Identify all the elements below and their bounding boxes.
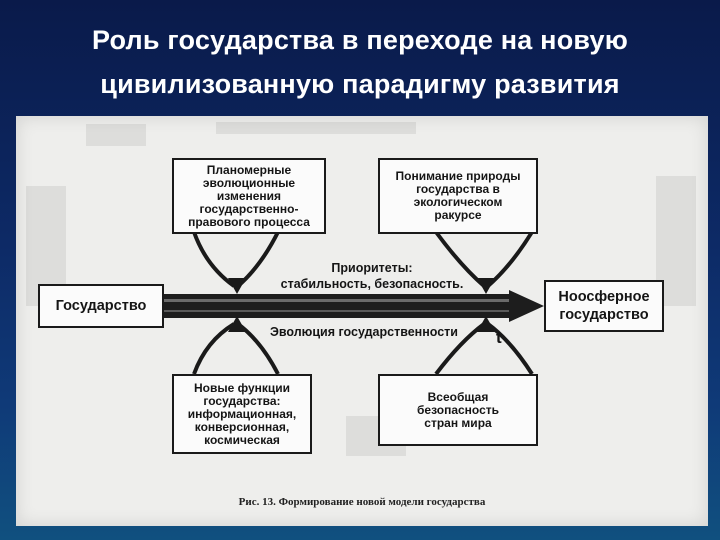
evolution-arrow	[164, 290, 544, 322]
title-line-1: Роль государства в переходе на новую	[92, 25, 628, 55]
state-box: Государство	[38, 284, 164, 328]
scanned-figure: Государство Ноосферное государство Плано…	[16, 116, 708, 526]
top-left-box: Планомерные эволюционные изменения госуд…	[172, 158, 326, 234]
time-symbol: t	[496, 328, 502, 347]
diagram-arrows	[164, 230, 544, 376]
ghost-texture	[86, 124, 146, 146]
evolution-label: Эволюция государственности	[270, 325, 458, 339]
ghost-texture	[216, 122, 416, 134]
figure-caption: Рис. 13. Формирование новой модели госуд…	[238, 496, 486, 508]
bottom-left-box: Новые функции государства: информационна…	[172, 374, 312, 454]
title-line-2: цивилизованную парадигму развития	[100, 69, 620, 99]
arrow-heads	[228, 278, 495, 332]
top-right-box: Понимание природы государства в экологич…	[378, 158, 538, 234]
slide-title: Роль государства в переходе на новую цив…	[0, 18, 720, 106]
bottom-right-box: Всеобщая безопасность стран мира	[378, 374, 538, 446]
priorities-label: Приоритеты: стабильность, безопасность.	[280, 261, 464, 291]
noosphere-state-box: Ноосферное государство	[544, 280, 664, 332]
